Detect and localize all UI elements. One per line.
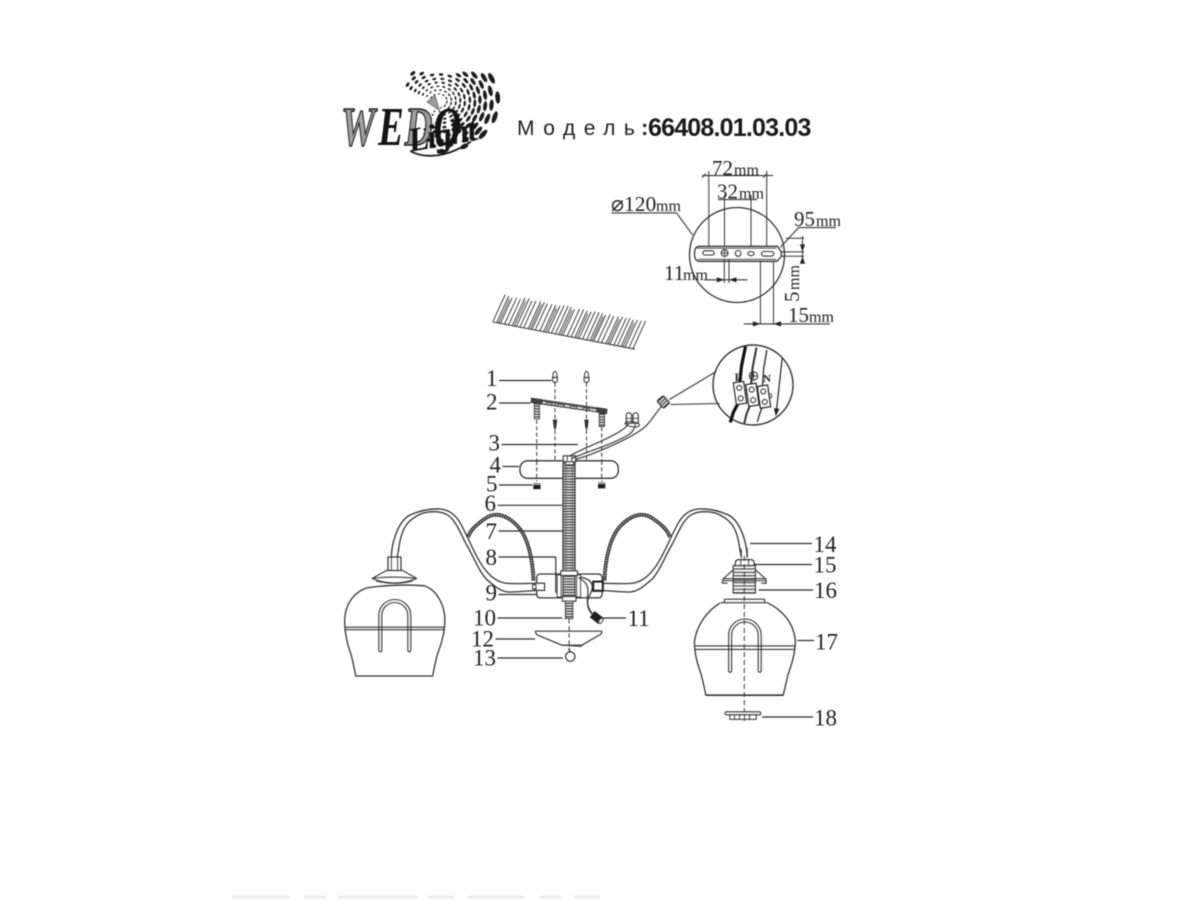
svg-text:72: 72 bbox=[712, 156, 733, 180]
svg-text:16: 16 bbox=[814, 578, 837, 603]
svg-text:4: 4 bbox=[490, 453, 502, 478]
svg-text:mm: mm bbox=[683, 267, 708, 284]
svg-text:mm: mm bbox=[739, 186, 764, 203]
svg-text:1: 1 bbox=[486, 366, 498, 391]
svg-text:5: 5 bbox=[486, 472, 498, 497]
svg-text:10: 10 bbox=[473, 606, 496, 631]
svg-text:mm: mm bbox=[656, 198, 681, 215]
svg-text:12: 12 bbox=[471, 627, 494, 652]
svg-text:6: 6 bbox=[485, 491, 497, 516]
svg-text:O: O bbox=[433, 97, 461, 157]
svg-text:17: 17 bbox=[815, 630, 838, 655]
svg-text:15: 15 bbox=[814, 553, 837, 578]
svg-text:8: 8 bbox=[486, 545, 498, 570]
svg-text:5: 5 bbox=[780, 292, 804, 303]
svg-text::: : bbox=[641, 115, 648, 140]
svg-text:D: D bbox=[404, 97, 433, 157]
svg-text:13: 13 bbox=[473, 646, 496, 671]
svg-text:mm: mm bbox=[816, 213, 841, 230]
svg-text:⌀120: ⌀120 bbox=[611, 192, 656, 216]
svg-text:mm: mm bbox=[809, 309, 834, 326]
svg-text:N: N bbox=[763, 373, 771, 385]
svg-text:9: 9 bbox=[486, 581, 498, 606]
svg-text:95: 95 bbox=[794, 207, 815, 231]
svg-text:Модель: Модель bbox=[517, 117, 643, 140]
svg-text:18: 18 bbox=[814, 706, 837, 731]
svg-text:2: 2 bbox=[486, 390, 498, 415]
svg-text:L: L bbox=[735, 372, 743, 384]
svg-text:7: 7 bbox=[486, 519, 498, 544]
svg-text:mm: mm bbox=[734, 162, 759, 179]
svg-text:15: 15 bbox=[788, 303, 809, 327]
svg-text:14: 14 bbox=[814, 532, 838, 557]
svg-text:11: 11 bbox=[628, 606, 650, 631]
svg-text:11: 11 bbox=[664, 261, 684, 285]
svg-text:E: E bbox=[377, 97, 403, 157]
svg-text:W: W bbox=[341, 97, 377, 157]
svg-text:3: 3 bbox=[489, 431, 501, 456]
svg-text:66408.01.03.03: 66408.01.03.03 bbox=[648, 114, 811, 142]
svg-text:mm: mm bbox=[786, 265, 803, 290]
svg-text:32: 32 bbox=[717, 180, 738, 204]
